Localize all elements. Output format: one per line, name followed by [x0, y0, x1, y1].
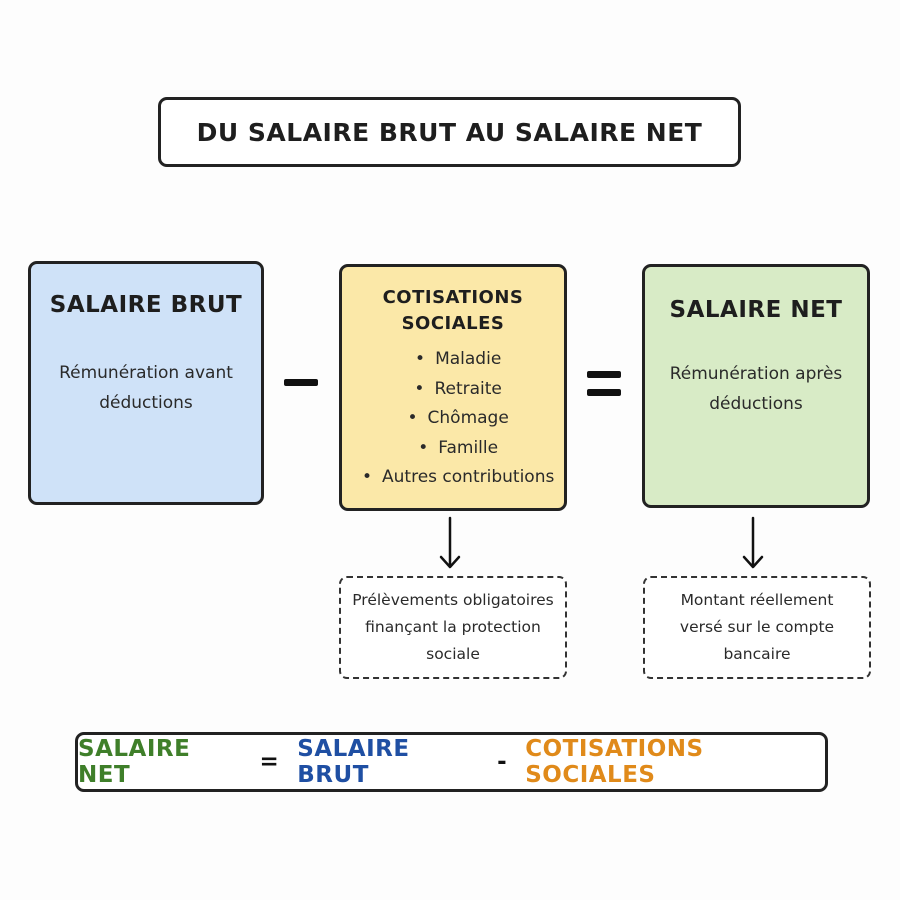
diagram-title-text: DU SALAIRE BRUT AU SALAIRE NET	[196, 117, 703, 147]
card-cotisations-title-line-1: COTISATIONS	[382, 287, 524, 308]
cotisations-list-item: Autres contributions	[362, 463, 554, 493]
note-cotisations: Prélèvements obligatoires finançant la p…	[339, 576, 567, 679]
note-salaire-net: Montant réellement versé sur le compte b…	[643, 576, 871, 679]
card-salaire-net-desc-line-1: Rémunération après	[669, 364, 843, 384]
card-salaire-brut-desc-line-1: Rémunération avant	[59, 363, 233, 383]
cotisations-list-item: Famille	[362, 434, 554, 464]
card-salaire-net-title: SALAIRE NET	[669, 297, 843, 323]
note-net-line: versé sur le compte	[679, 618, 835, 636]
card-salaire-brut-desc-line-2: déductions	[99, 393, 193, 413]
equals-bar-bottom	[587, 389, 621, 396]
formula-equals: =	[259, 749, 280, 775]
card-cotisations-sociales: COTISATIONS SOCIALES Maladie Retraite Ch…	[339, 264, 567, 511]
note-net-line: Montant réellement	[680, 591, 834, 609]
card-salaire-net-desc-line-2: déductions	[709, 394, 803, 414]
cotisations-list-item: Chômage	[362, 404, 554, 434]
diagram-title: DU SALAIRE BRUT AU SALAIRE NET	[158, 97, 741, 167]
card-cotisations-title-line-2: SOCIALES	[401, 313, 505, 334]
card-salaire-brut-title: SALAIRE BRUT	[49, 292, 243, 318]
card-salaire-net-description: Rémunération après déductions	[670, 359, 843, 419]
note-cotisations-line: finançant la protection	[365, 618, 541, 636]
arrow-down-icon	[439, 516, 461, 569]
cotisations-list-item: Retraite	[362, 375, 554, 405]
arrow-down-icon	[742, 516, 764, 569]
card-salaire-brut: SALAIRE BRUT Rémunération avant déductio…	[28, 261, 264, 505]
formula-cotisations: COTISATIONS SOCIALES	[525, 736, 704, 788]
formula-minus: -	[497, 749, 508, 775]
cotisations-list: Maladie Retraite Chômage Famille Autres …	[342, 345, 554, 493]
note-net-line: bancaire	[723, 645, 791, 663]
formula-box: SALAIRE NET = SALAIRE BRUT - COTISATIONS…	[75, 732, 828, 792]
card-salaire-net: SALAIRE NET Rémunération après déduction…	[642, 264, 870, 508]
card-salaire-brut-description: Rémunération avant déductions	[59, 358, 233, 418]
note-cotisations-line: sociale	[426, 645, 480, 663]
cotisations-list-item: Maladie	[362, 345, 554, 375]
note-cotisations-line: Prélèvements obligatoires	[352, 591, 554, 609]
formula-brut: SALAIRE BRUT	[297, 736, 410, 788]
card-cotisations-title: COTISATIONS SOCIALES	[383, 285, 524, 337]
formula-net: SALAIRE NET	[78, 736, 191, 788]
minus-operator	[284, 379, 318, 386]
equals-bar-top	[587, 371, 621, 378]
